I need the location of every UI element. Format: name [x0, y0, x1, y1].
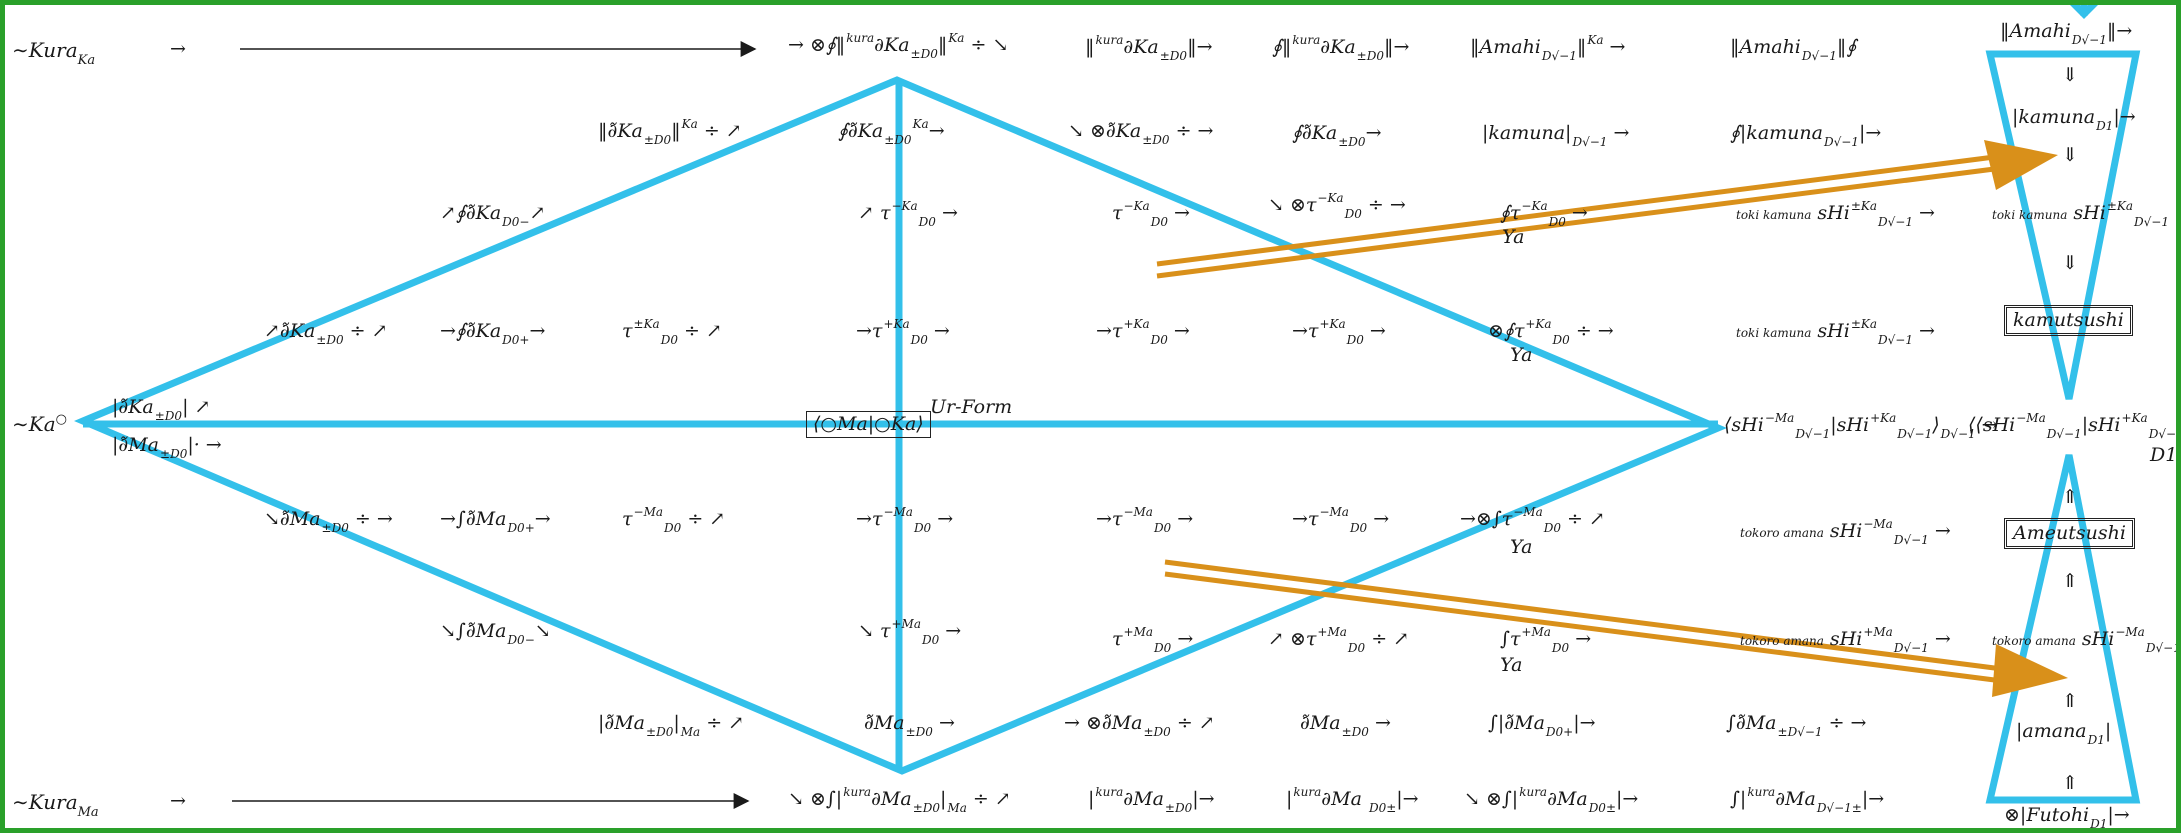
node-r6-c5: →τ−MaD0 → — [1096, 505, 1194, 535]
blue-diamond-outline — [74, 76, 1728, 775]
orange-lower-arrow-line-b — [1164, 571, 2019, 686]
node-r5-c3: ⟨sHi−MaD√−1|sHi+KaD√−1⟩D√−1 → — [1724, 411, 1998, 441]
node-r7-c3: τ+MaD0 → — [1112, 625, 1194, 655]
node-r6-c6: →τ−MaD0 → — [1292, 505, 1390, 535]
d1-label: D1 — [2150, 444, 2178, 466]
double-arrow-down-1: ⇓ — [2062, 64, 2078, 86]
kamutsushi-box: kamutsushi — [2004, 305, 2133, 336]
node-r3-c7: toki kamuna sHi±KaD√−1 → — [1992, 199, 2181, 229]
ya-label-1: Ya — [1502, 226, 1525, 248]
ya-label-4: Ya — [1500, 654, 1523, 676]
node-r8-c1: |∂̃Ma±D0|Ma ÷ ↗ — [598, 712, 745, 739]
node-r6-c3: τ−MaD0 ÷ ↗ — [622, 505, 726, 535]
node-r4-c6: →τ+KaD0 → — [1292, 317, 1386, 347]
node-r5-c2: |∂̃Ma±D0|· → — [112, 434, 222, 461]
node-r4-c2: →∮∂̃KaD0+→ — [440, 320, 546, 347]
node-r9-c2: |kura∂Ma±D0|→ — [1088, 785, 1215, 815]
node-r3-c5: ∮τ−KaD0 → — [1500, 199, 1588, 229]
node-r2-c3: ↘ ⊗∂̃Ka±D0 ÷ → — [1068, 120, 1214, 147]
node-r1-c6: ‖AmahiD√−1‖→ — [2000, 20, 2133, 47]
node-r4-c1: ↗∂̃Ka±D0 ÷ ↗ — [264, 320, 388, 347]
node-r4-c4: →τ+KaD0 → — [856, 317, 950, 347]
node-r7-c2: ↘ τ+MaD0 → — [858, 617, 962, 647]
kura-ka-label: ∼KuraKa — [12, 38, 96, 68]
node-r7-c7: tokoro amana sHi−MaD√−1 — [1992, 625, 2181, 655]
node-r2-c1: ‖∂̃Ka±D0‖Ka ÷ ↗ — [598, 117, 742, 147]
kura-ma-label: ∼KuraMa — [12, 790, 99, 820]
node-r7-c4: ↗ ⊗τ+MaD0 ÷ ↗ — [1268, 625, 1410, 655]
double-arrow-up-3: ⇑ — [2062, 690, 2078, 712]
blue-upper-triangle — [1985, 50, 2141, 400]
node-r4-c7: ⊗∮τ+KaD0 ÷ → — [1488, 317, 1614, 347]
node-r5-c1: |∂̃Ka±D0| ↗ — [112, 396, 211, 423]
ur-form-box: ⟨○Ma|○Ka⟩ — [806, 411, 931, 438]
ur-form-label: Ur-Form — [930, 396, 1013, 418]
node-r1-c2: ‖kura∂Ka±D0‖→ — [1085, 33, 1213, 63]
kura-ma-short-arrow: → — [170, 790, 186, 812]
double-arrow-up-1: ⇑ — [2062, 486, 2078, 508]
node-r3-c4: ↘ ⊗τ−KaD0 ÷ → — [1268, 191, 1406, 221]
kura-ka-short-arrow: → — [170, 38, 186, 60]
node-r2-c2: ∮∂̃Ka±D0Ka→ — [838, 117, 945, 147]
node-r5-c4: ⟨⟨sHi−MaD√−1|sHi+KaD√−1⟩⟩◎ — [1968, 411, 2181, 441]
node-r6-c2: →∫∂̃MaD0+→ — [440, 508, 551, 535]
orange-lower-arrow-line-a — [1164, 559, 2019, 674]
node-r7-c5: ∫τ+MaD0 → — [1500, 625, 1592, 655]
node-r3-c2: ↗ τ−KaD0 → — [858, 199, 958, 229]
node-r7-c6: tokoro amana sHi+MaD√−1 → — [1740, 625, 1951, 655]
node-r8-c2: ∂̃Ma±D0 → — [864, 712, 955, 739]
node-r6-c7: →⊗∫τ−MaD0 ÷ ↗ — [1460, 505, 1605, 535]
double-arrow-down-2: ⇓ — [2062, 144, 2078, 166]
node-r9-c4: ↘ ⊗∫|kura∂MaD0±|→ — [1464, 785, 1639, 815]
node-r9-c6: ⊗|FutohiD1|→ — [2004, 804, 2130, 831]
node-r8-c3: → ⊗∂̃Ma±D0 ÷ ↗ — [1064, 712, 1215, 739]
orange-upper-arrow-line-a — [1156, 152, 2011, 267]
node-r4-c3: τ±KaD0 ÷ ↗ — [622, 317, 722, 347]
node-r6-c1: ↘∂̃Ma±D0 ÷ → — [264, 508, 393, 535]
orange-upper-arrow-line-b — [1156, 164, 2011, 279]
node-r8-c7: |amanaD1| — [2016, 720, 2112, 747]
double-arrow-down-3: ⇓ — [2062, 252, 2078, 274]
node-r2-c7: |kamunaD1|→ — [2012, 106, 2136, 133]
node-r4-c8: toki kamuna sHi±KaD√−1 → — [1736, 317, 1935, 347]
node-r8-c4: ∂̃Ma±D0 → — [1300, 712, 1391, 739]
node-r9-c3: |kura∂Ma D0±|→ — [1286, 785, 1419, 815]
double-arrow-up-4: ⇑ — [2062, 772, 2078, 794]
ka-root-label: ∼Ka○ — [12, 412, 67, 436]
node-r1-c3: ∮‖kura∂Ka±D0‖→ — [1272, 33, 1410, 63]
node-r6-c4: →τ−MaD0 → — [856, 505, 954, 535]
double-arrow-up-2: ⇑ — [2062, 570, 2078, 592]
orange-lower-arrowhead — [1992, 644, 2068, 697]
node-r1-c4: ‖AmahiD√−1‖Ka → — [1470, 33, 1626, 63]
node-r6-c8: tokoro amana sHi−MaD√−1 → — [1740, 517, 1951, 547]
node-r3-c1: ↗∮∂̃KaD0−↗ — [440, 202, 546, 229]
node-r1-c1: → ⊗∮‖kura∂Ka±D0‖Ka ÷ ↘ — [788, 31, 1009, 61]
orange-upper-arrowhead — [1984, 140, 2058, 190]
node-r2-c5: |kamuna|D√−1 → — [1482, 122, 1630, 149]
ya-label-3: Ya — [1510, 536, 1533, 558]
node-r4-c5: →τ+KaD0 → — [1096, 317, 1190, 347]
node-r8-c5: ∫|∂̃MaD0+|→ — [1488, 712, 1596, 739]
node-r3-c3: τ−KaD0 → — [1112, 199, 1190, 229]
node-r2-c6: ∮|kamunaD√−1|→ — [1730, 122, 1882, 149]
node-r7-c1: ↘∫∂̃MaD0−↘ — [440, 620, 551, 647]
blue-top-arrowhead — [2065, 0, 2103, 19]
ya-label-2: Ya — [1510, 344, 1533, 366]
node-r8-c6: ∫∂̃Ma±D√−1 ÷ → — [1726, 712, 1867, 739]
ameutsushi-box: Ameutsushi — [2004, 518, 2135, 549]
node-r9-c5: ∫|kura∂MaD√−1±|→ — [1730, 785, 1885, 815]
node-r2-c4: ∮∂̃Ka±D0→ — [1292, 122, 1382, 149]
node-r1-c5: ‖AmahiD√−1‖∮ — [1730, 36, 1857, 63]
node-r3-c6: toki kamuna sHi±KaD√−1 → — [1736, 199, 1935, 229]
blue-lower-triangle — [1985, 454, 2141, 804]
node-r9-c1: ↘ ⊗∫|kura∂Ma±D0|Ma ÷ ↗ — [788, 785, 1011, 815]
